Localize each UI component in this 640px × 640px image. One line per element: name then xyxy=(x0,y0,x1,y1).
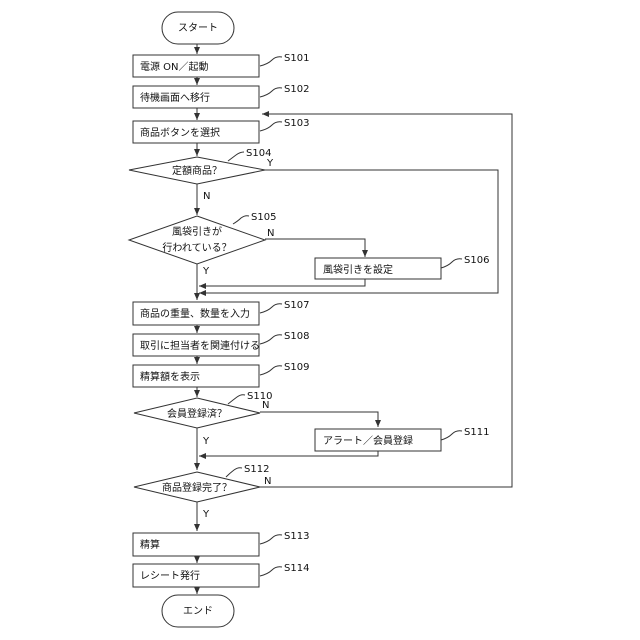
step-id-s107: S107 xyxy=(284,300,309,311)
leader-s107 xyxy=(260,304,282,313)
decision-s110-label: 会員登録済？ xyxy=(167,407,227,420)
branch-s110-no: N xyxy=(262,400,269,411)
decision-s104-label: 定額商品？ xyxy=(172,164,222,177)
step-numbers: S101 S102 S103 S104 S105 S106 S107 S108 … xyxy=(244,53,489,574)
leader-s103 xyxy=(260,122,282,131)
process-s107-label: 商品の重量、数量を入力 xyxy=(140,307,250,320)
leader-s105 xyxy=(233,216,249,224)
arrow-s111-merge xyxy=(199,451,378,456)
branch-s104-no: N xyxy=(203,191,210,202)
decision-s112-label: 商品登録完了？ xyxy=(162,481,232,494)
leader-s112 xyxy=(226,468,242,477)
arrow-s105-no-s106 xyxy=(265,239,365,257)
process-s102-label: 待機画面へ移行 xyxy=(140,91,210,104)
step-id-s106: S106 xyxy=(464,255,489,266)
process-s111: アラート／会員登録 xyxy=(315,429,441,451)
decision-s112: 商品登録完了？ xyxy=(134,472,260,502)
branch-s110-yes: Y xyxy=(202,436,210,447)
branch-s105-no: N xyxy=(267,228,274,239)
branch-s104-yes: Y xyxy=(266,158,274,169)
step-id-s109: S109 xyxy=(284,362,309,373)
terminal-end-label: エンド xyxy=(183,606,213,617)
process-s108: 取引に担当者を関連付ける xyxy=(133,334,260,356)
decision-s105-diamond xyxy=(129,216,265,264)
leader-s106 xyxy=(441,259,462,268)
process-s113-label: 精算 xyxy=(140,538,160,551)
process-s109: 精算額を表示 xyxy=(133,365,259,387)
branch-s105-yes: Y xyxy=(202,266,210,277)
step-leaders xyxy=(226,57,462,576)
leader-s101 xyxy=(260,57,282,66)
decision-s105-label-line1: 風袋引きが xyxy=(172,225,222,238)
step-id-s102: S102 xyxy=(284,84,309,95)
step-id-s108: S108 xyxy=(284,331,309,342)
step-id-s114: S114 xyxy=(284,563,309,574)
decision-s105-label-line2: 行われている？ xyxy=(162,241,231,254)
step-id-s103: S103 xyxy=(284,118,309,129)
branch-s112-yes: Y xyxy=(202,509,210,520)
decision-s104: 定額商品？ xyxy=(129,157,265,184)
leader-s114 xyxy=(260,567,282,576)
leader-s110 xyxy=(228,395,245,404)
process-s106-label: 風袋引きを設定 xyxy=(323,263,393,276)
leader-s108 xyxy=(260,335,282,344)
step-id-s111: S111 xyxy=(464,427,489,438)
leader-s102 xyxy=(260,88,282,97)
process-s103-label: 商品ボタンを選択 xyxy=(140,126,220,139)
arrow-s106-merge xyxy=(199,279,365,286)
process-s106: 風袋引きを設定 xyxy=(315,258,441,279)
decision-s105: 風袋引きが 行われている？ xyxy=(129,216,265,264)
step-id-s113: S113 xyxy=(284,531,309,542)
process-s113: 精算 xyxy=(133,533,259,556)
process-s108-label: 取引に担当者を関連付ける xyxy=(140,339,260,352)
step-id-s105: S105 xyxy=(251,212,276,223)
process-s102: 待機画面へ移行 xyxy=(133,86,259,108)
process-s103: 商品ボタンを選択 xyxy=(133,121,259,143)
leader-s109 xyxy=(260,366,282,375)
process-s114-label: レシート発行 xyxy=(140,569,200,582)
process-s101: 電源 ON／起動 xyxy=(133,55,259,77)
terminal-start: スタート xyxy=(162,12,234,44)
arrow-s110-no-s111 xyxy=(260,412,378,427)
process-s111-label: アラート／会員登録 xyxy=(323,434,413,447)
terminal-start-label: スタート xyxy=(178,22,218,34)
leader-s104 xyxy=(228,152,244,161)
branch-s112-no: N xyxy=(264,476,271,487)
process-s114: レシート発行 xyxy=(133,564,259,587)
terminal-end: エンド xyxy=(162,595,234,627)
process-s107: 商品の重量、数量を入力 xyxy=(133,302,259,325)
step-id-s112: S112 xyxy=(244,464,269,475)
step-id-s101: S101 xyxy=(284,53,309,64)
leader-s113 xyxy=(260,535,282,544)
process-s109-label: 精算額を表示 xyxy=(140,370,200,383)
leader-s111 xyxy=(441,431,462,440)
decision-s110: 会員登録済？ xyxy=(134,398,260,428)
process-s101-label: 電源 ON／起動 xyxy=(140,60,209,73)
